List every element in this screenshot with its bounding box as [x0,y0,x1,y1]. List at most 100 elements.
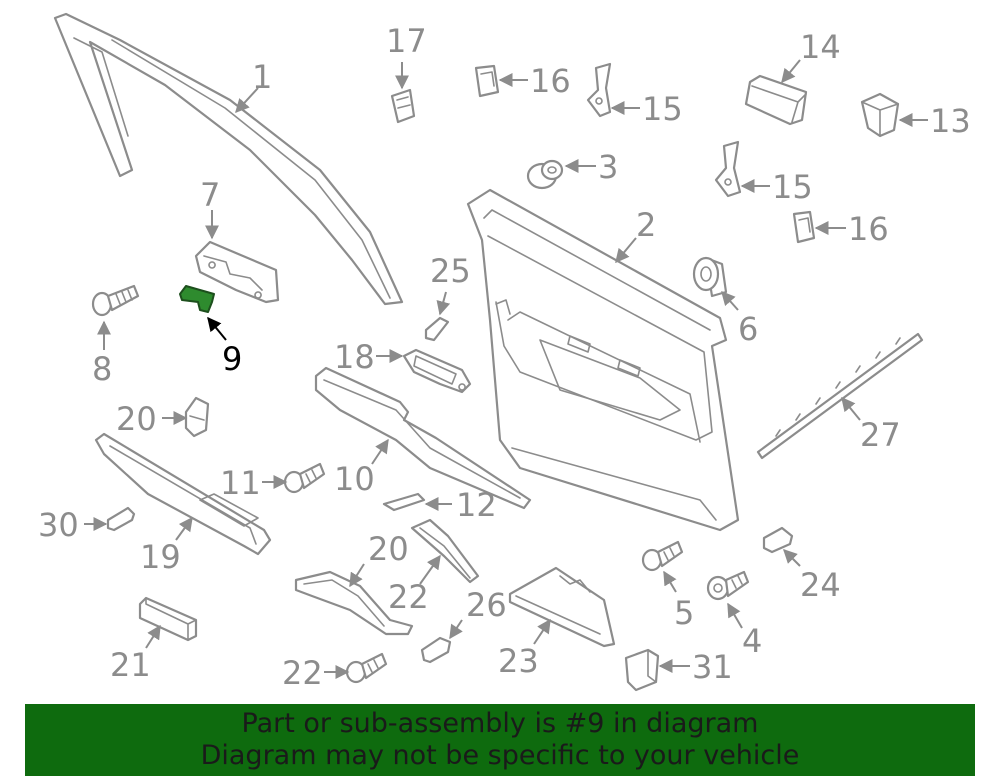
part-31-clip [624,648,660,692]
part-25-storage-pocket [508,566,616,648]
part-29-belt-weatherstrip [756,332,924,460]
callout-13: 13 [898,102,971,140]
svg-text:27: 27 [860,416,901,454]
callout-1: 1 [235,58,272,114]
callout-8: 8 [92,320,112,388]
part-16-clip-upper [474,64,500,98]
svg-text:10: 10 [334,460,375,498]
part-1-window-frame-molding [53,12,404,306]
part-2-door-trim-panel [466,188,740,532]
svg-text:7: 7 [200,176,220,214]
svg-text:14: 14 [800,28,841,66]
svg-text:21: 21 [110,646,151,684]
part-9-bracket-highlighted [179,285,215,313]
callout-4: 4 [727,602,762,660]
part-19-lower-molding [94,432,272,556]
callout-31: 31 [658,648,733,686]
callout-6: 6 [721,290,758,348]
svg-text:6: 6 [738,310,758,348]
part-10-armrest-panel [314,366,532,510]
callout-22: 22 [282,654,350,692]
callout-5: 5 [663,570,694,632]
part-3-grommet [526,159,564,190]
svg-text:15: 15 [642,90,683,128]
part-26-cap [762,526,794,554]
part-30-cap [106,506,136,532]
svg-text:4: 4 [742,622,762,660]
svg-text:18: 18 [334,338,375,376]
callout-7: 7 [200,176,220,240]
svg-text:2: 2 [636,206,656,244]
svg-text:24: 24 [800,566,841,604]
callout-12: 12 [424,486,497,524]
part-8-screw [91,284,140,317]
callout-15-lower: 15 [740,168,813,206]
callout-24: 22 [388,554,441,616]
part-12-trim-strip [382,492,426,512]
svg-text:22: 22 [282,654,323,692]
banner-line-2: Diagram may not be specific to your vehi… [200,740,800,771]
part-14-switch [744,74,808,126]
part-28-cap [420,636,452,664]
part-7-handle-bracket [194,240,280,304]
svg-text:17: 17 [386,22,427,60]
svg-text:16: 16 [530,62,571,100]
svg-text:31: 31 [692,648,733,686]
svg-text:20: 20 [116,400,157,438]
callout-27: 25 [430,252,471,316]
callout-25: 23 [498,618,551,680]
part-20-clip [184,396,210,438]
part-15-bracket-lower [714,140,742,198]
callout-28: 26 [449,586,507,640]
svg-text:3: 3 [598,148,618,186]
svg-text:20: 20 [368,530,409,568]
part-5-screw [641,540,684,572]
svg-text:30: 30 [38,506,79,544]
part-16-clip-lower [792,210,816,244]
callout-16-lower: 16 [814,210,889,248]
part-22-screw [345,652,388,684]
svg-text:9: 9 [222,340,242,378]
part-6-speaker [692,256,728,298]
part-18-switch-bezel [402,348,472,394]
part-11-screw [283,462,326,494]
callout-16-upper: 16 [498,62,571,100]
info-banner: Part or sub-assembly is #9 in diagram Di… [25,704,975,776]
svg-text:15: 15 [772,168,813,206]
part-17-clip [390,88,416,124]
callout-18: 18 [334,338,404,376]
svg-text:1: 1 [252,58,272,96]
svg-text:26: 26 [466,586,507,624]
part-27-trim-piece [424,316,450,342]
svg-text:5: 5 [674,594,694,632]
callout-21: 20 [349,530,409,588]
part-13-cap [860,92,900,138]
svg-text:23: 23 [498,642,539,680]
parts-diagram: 1 17 16 15 14 13 [38,12,971,692]
svg-text:12: 12 [456,486,497,524]
callout-17: 17 [386,22,427,90]
callout-11: 11 [220,464,288,502]
part-4-screw [706,570,750,601]
callout-20: 20 [116,400,188,438]
callout-3: 3 [564,148,618,186]
svg-text:8: 8 [92,350,112,388]
svg-text:13: 13 [930,102,971,140]
callout-9: 9 [207,316,242,378]
part-15-bracket-upper [586,62,612,118]
callout-14: 14 [781,28,841,84]
callout-19: 19 [140,516,193,576]
callout-2: 2 [615,206,656,264]
callout-23: 21 [110,624,161,684]
banner-line-1: Part or sub-assembly is #9 in diagram [241,708,759,739]
part-23-block [138,596,198,642]
svg-text:25: 25 [430,252,471,290]
callout-26: 24 [783,549,841,604]
svg-text:16: 16 [848,210,889,248]
svg-text:19: 19 [140,538,181,576]
callout-30: 30 [38,506,108,544]
part-24-trim [410,518,480,584]
svg-text:22: 22 [388,578,429,616]
callout-29: 27 [841,396,901,454]
callout-10: 10 [334,438,389,498]
